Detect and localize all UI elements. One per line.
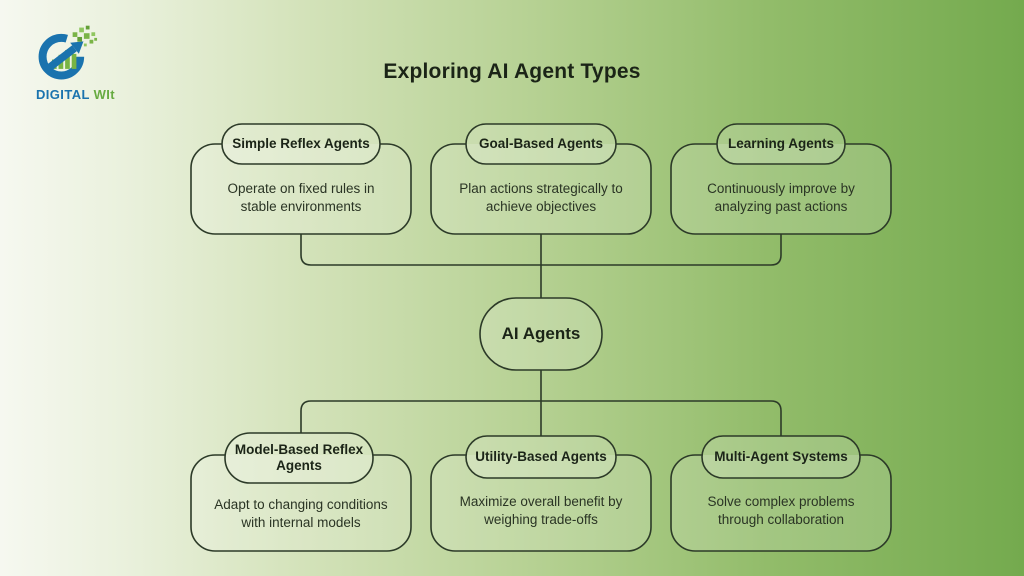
logo-icon	[38, 25, 98, 80]
card-outline-model-based	[190, 454, 412, 552]
pill-model-based	[224, 432, 374, 484]
card-outline-learning	[670, 143, 892, 235]
card-outline-multi-agent	[670, 454, 892, 552]
pill-ai-agents	[479, 297, 603, 371]
card-title-multi-agent: Multi-Agent Systems	[714, 449, 848, 465]
card-outline-utility-based	[430, 454, 652, 552]
card-body-multi-agent	[671, 455, 891, 551]
logo-wordmark: DIGITAL WIt	[36, 87, 156, 102]
card-description-simple-reflex: Operate on fixed rules in stable environ…	[227, 181, 375, 214]
card-title-model-based: Model-Based Reflex Agents	[234, 442, 364, 473]
card-body-goal-based	[431, 144, 651, 234]
card-description-model-based: Adapt to changing conditions with intern…	[214, 497, 388, 530]
pill-simple-reflex	[221, 123, 381, 165]
card-outline-simple-reflex	[190, 143, 412, 235]
page-title: Exploring AI Agent Types	[383, 60, 641, 83]
card-title-utility-based: Utility-Based Agents	[475, 449, 607, 465]
center-node-label: AI Agents	[501, 324, 581, 343]
card-body-model-based	[191, 455, 411, 551]
card-title-goal-based: Goal-Based Agents	[478, 136, 604, 152]
logo: DIGITAL WIt	[36, 24, 156, 102]
card-description-multi-agent: Solve complex problems through collabora…	[707, 494, 855, 527]
card-body-utility-based	[431, 455, 651, 551]
card-description-goal-based: Plan actions strategically to achieve ob…	[459, 181, 623, 214]
card-outline-goal-based	[430, 143, 652, 235]
card-description-learning: Continuously improve by analyzing past a…	[707, 181, 855, 214]
pill-learning	[716, 123, 846, 165]
bottom-branch-connector	[300, 400, 782, 436]
pill-goal-based	[465, 123, 617, 165]
card-body-learning	[671, 144, 891, 234]
card-title-simple-reflex: Simple Reflex Agents	[232, 136, 370, 152]
card-title-learning: Learning Agents	[727, 136, 834, 152]
pill-utility-based	[465, 435, 617, 479]
card-body-simple-reflex	[191, 144, 411, 234]
logo-arrow	[47, 41, 84, 71]
card-description-utility-based: Maximize overall benefit by weighing tra…	[459, 494, 623, 527]
logo-brand: DIGITAL	[36, 87, 90, 102]
pill-multi-agent	[701, 435, 861, 479]
logo-pixels	[72, 25, 98, 47]
logo-brand-suffix: WIt	[93, 87, 116, 102]
